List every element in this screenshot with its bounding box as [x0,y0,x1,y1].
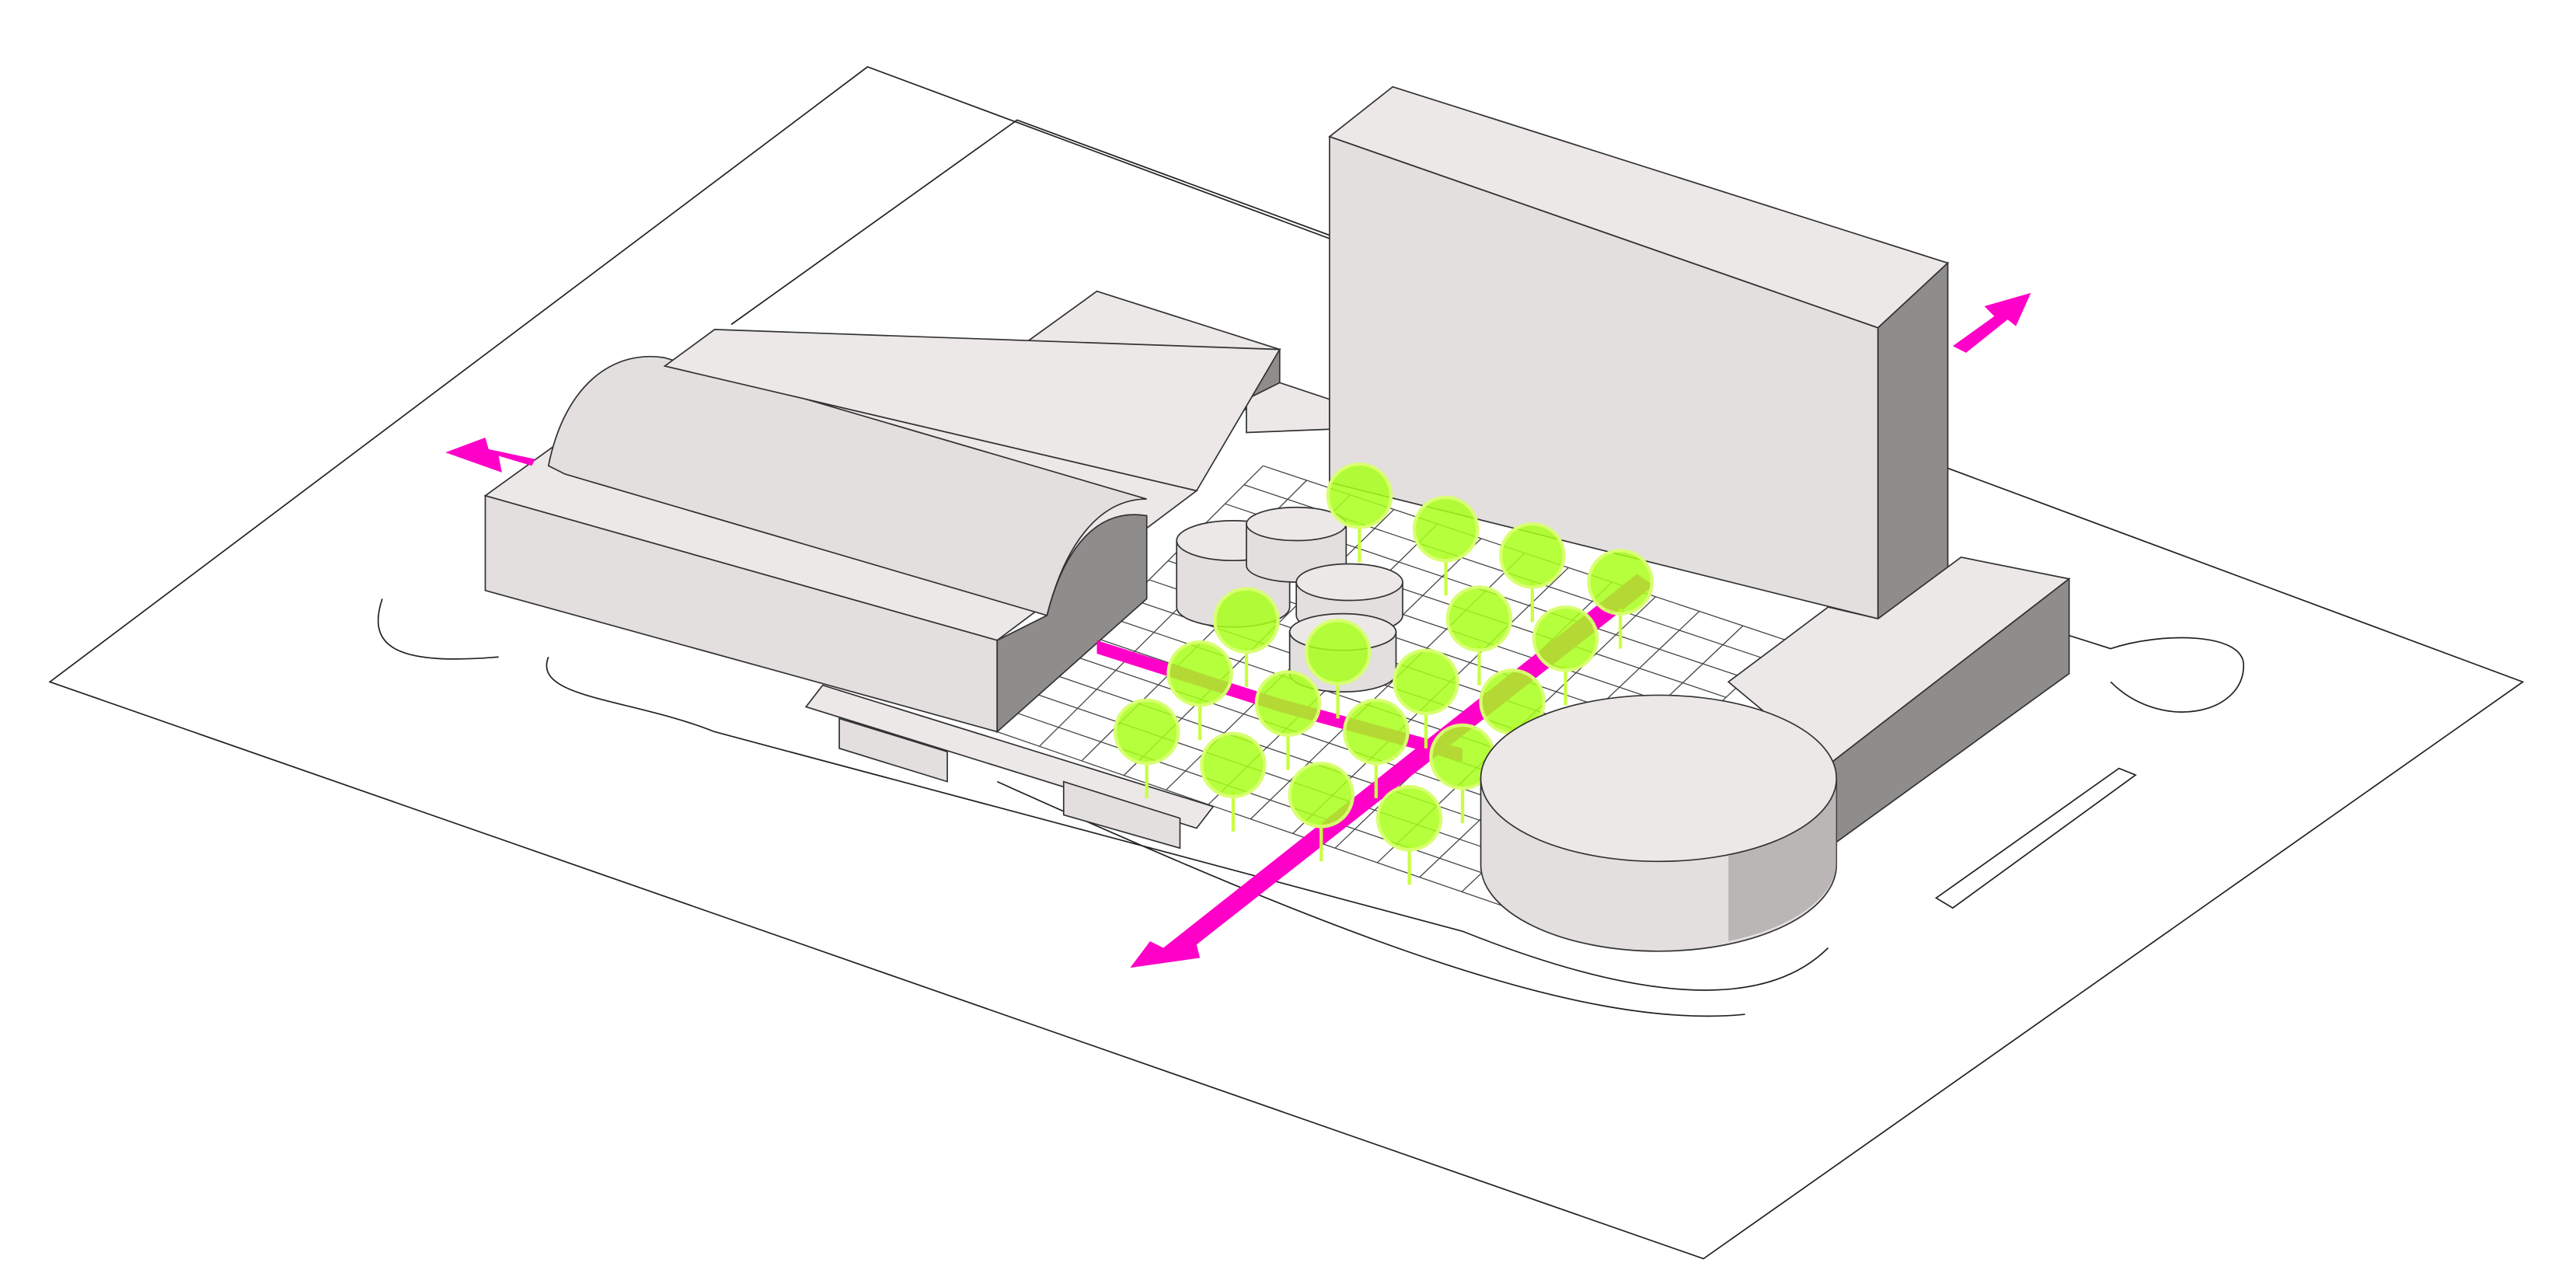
tree-canopy [1532,605,1599,672]
tree-canopy [1412,495,1480,563]
vaulted-building [483,329,1281,734]
bench [804,684,1215,850]
tree-canopy [1326,462,1393,529]
road-edge [377,119,2245,991]
tree-canopy [1343,698,1410,766]
tree-canopy [1113,698,1180,766]
tree-canopy [1200,731,1267,799]
arrow-northeast [1952,292,2031,353]
tree-canopy [1166,640,1233,707]
tree-canopy [1499,522,1566,589]
tree-canopy [1304,619,1372,686]
tree-canopy [1445,585,1513,652]
tree-canopy [1213,587,1280,654]
road-curve [996,780,1745,1017]
parking-strip [1935,767,2137,909]
tree-canopy [1587,549,1654,616]
trees [1113,462,1654,885]
large-cylinder-building [1480,694,1838,952]
arrow-west [445,437,535,473]
tall-slab-building [1328,85,1950,620]
tree-canopy [1393,648,1459,716]
tree-canopy [1254,670,1322,737]
tree-canopy [1375,784,1443,852]
site-boundary [48,66,2525,1260]
tree-canopy [1288,761,1355,829]
